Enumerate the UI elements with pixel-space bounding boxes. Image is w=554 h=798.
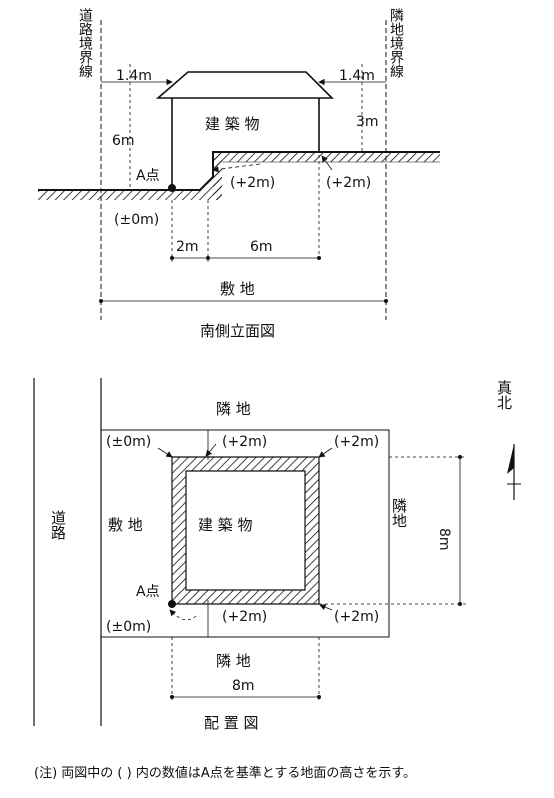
point-a-marker bbox=[168, 184, 176, 192]
point-a-level: (±0m) bbox=[114, 212, 159, 228]
level-top-left: (±0m) bbox=[106, 434, 151, 450]
right-offset-label: 1.4m bbox=[339, 68, 375, 84]
level-near-label: (+2m) bbox=[230, 175, 275, 191]
neighbor-boundary-label: 隣地境界線 bbox=[388, 8, 404, 78]
site-dim-label: 敷 地 bbox=[220, 280, 255, 298]
height-right-label: 3m bbox=[356, 114, 379, 130]
point-a-label: A点 bbox=[136, 168, 160, 184]
neighbor-top-label: 隣 地 bbox=[216, 400, 251, 418]
dim-building-label: 6m bbox=[250, 239, 273, 255]
plan-site-label: 敷 地 bbox=[108, 516, 143, 534]
dim-height-label: 8m bbox=[436, 528, 452, 551]
elevation-building: 建 築 物 bbox=[155, 71, 334, 190]
plan-point-a-label: A点 bbox=[136, 584, 160, 600]
height-left-label: 6m bbox=[112, 133, 135, 149]
south-elevation: 道路境界線 隣地境界線 建 築 物 1.4m 1.4m 6m 3m A点 (±0… bbox=[38, 8, 440, 340]
level-top-right: (+2m) bbox=[334, 434, 379, 450]
north-label: 真北 bbox=[495, 379, 513, 410]
roof bbox=[155, 71, 334, 99]
level-bottom-left: (±0m) bbox=[106, 619, 151, 635]
elevation-building-label: 建 築 物 bbox=[205, 115, 260, 133]
left-offset-label: 1.4m bbox=[116, 68, 152, 84]
footnote: (注) 両図中の ( ) 内の数値はA点を基準とする地面の高さを示す。 bbox=[34, 766, 417, 781]
site-boundary bbox=[100, 429, 390, 638]
ground-hatch-low bbox=[38, 190, 202, 200]
road-boundary-label: 道路境界線 bbox=[77, 8, 93, 78]
plan-point-a-marker bbox=[168, 600, 176, 608]
plan-building-label: 建 築 物 bbox=[198, 516, 253, 534]
level-far-label: (+2m) bbox=[326, 175, 371, 191]
level-bottom-mid: (+2m) bbox=[222, 609, 267, 625]
level-bottom-right: (+2m) bbox=[334, 609, 379, 625]
level-top-mid: (+2m) bbox=[222, 434, 267, 450]
dim-width-label: 8m bbox=[232, 678, 255, 694]
neighbor-bottom-label: 隣 地 bbox=[216, 652, 251, 670]
north-arrow-icon bbox=[507, 444, 521, 500]
road-label: 道路 bbox=[49, 510, 67, 540]
plan-title: 配 置 図 bbox=[204, 714, 259, 732]
dim-small-label: 2m bbox=[176, 239, 199, 255]
site-plan: 道路 建 築 物 敷 地 隣 地 隣地 隣 地 (±0m) (+2m) (+2m… bbox=[33, 378, 521, 732]
neighbor-right-label: 隣地 bbox=[390, 498, 408, 528]
elevation-title: 南側立面図 bbox=[200, 322, 275, 340]
